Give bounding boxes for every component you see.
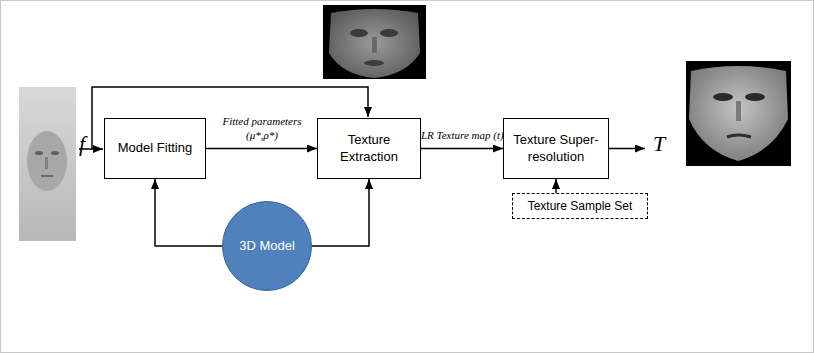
sample-set-box: Texture Sample Set <box>512 193 648 219</box>
node-text: Texture Sample Set <box>528 199 633 213</box>
hr-texture <box>686 61 791 166</box>
node-text: Texture Extraction <box>324 132 414 165</box>
lr-texture-map <box>323 5 426 79</box>
node-text: 3D Model <box>239 238 295 254</box>
input-face <box>19 87 76 241</box>
process-box: Texture Super-resolution <box>503 118 609 179</box>
process-box: Texture Extraction <box>317 118 421 179</box>
connector-arrow <box>555 179 557 193</box>
connector-arrow <box>206 148 317 150</box>
connector-arrow <box>155 179 222 246</box>
input-symbol: f <box>79 131 85 157</box>
node-text: Texture Super-resolution <box>510 132 602 165</box>
output-symbol: T <box>653 131 665 157</box>
edge-label: Fitted parameters (μ*,ρ*) <box>217 114 307 143</box>
connector-arrow <box>312 179 369 246</box>
model-circle: 3D Model <box>222 201 312 291</box>
edge-label: LR Texture map (t) <box>421 128 504 142</box>
node-text: Model Fitting <box>118 140 192 156</box>
process-box: Model Fitting <box>104 118 206 179</box>
connector-arrow <box>421 148 503 150</box>
